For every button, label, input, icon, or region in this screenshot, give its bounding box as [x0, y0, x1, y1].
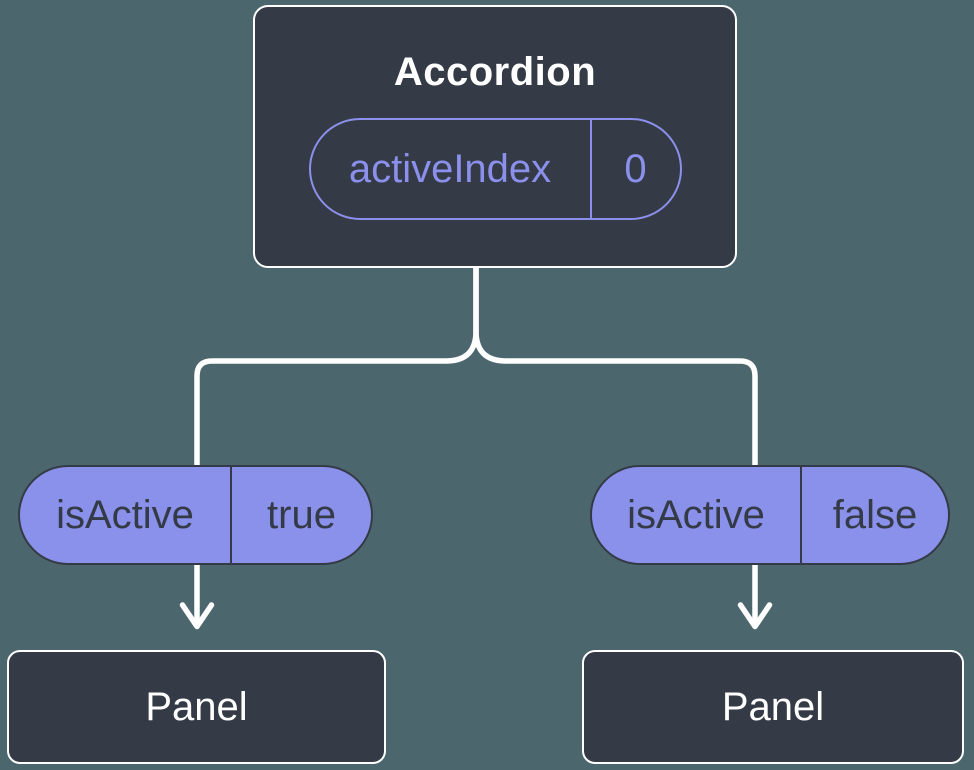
accordion-node: Accordion activeIndex 0	[253, 5, 737, 268]
prop-value-label: 0	[589, 120, 680, 218]
panel-node-title: Panel	[145, 684, 248, 729]
left-child-prop-pill: isActive true	[18, 465, 373, 565]
left-panel-node: Panel	[7, 650, 386, 764]
prop-name-label: isActive	[56, 492, 194, 537]
arrowhead-right-icon	[737, 602, 773, 630]
prop-value-label: false	[800, 467, 948, 563]
right-child-prop-pill: isActive false	[590, 465, 950, 565]
accordion-node-title: Accordion	[393, 50, 597, 94]
prop-name-label: isActive	[627, 492, 765, 537]
branch-right-line	[473, 259, 758, 626]
arrowhead-left-icon	[179, 602, 215, 630]
right-panel-node: Panel	[582, 650, 964, 764]
branch-left-line	[194, 259, 479, 626]
prop-name-label: activeIndex	[348, 146, 552, 191]
accordion-prop-pill: activeIndex 0	[308, 118, 682, 220]
prop-value-label: true	[230, 467, 371, 563]
panel-node-title: Panel	[721, 684, 825, 729]
